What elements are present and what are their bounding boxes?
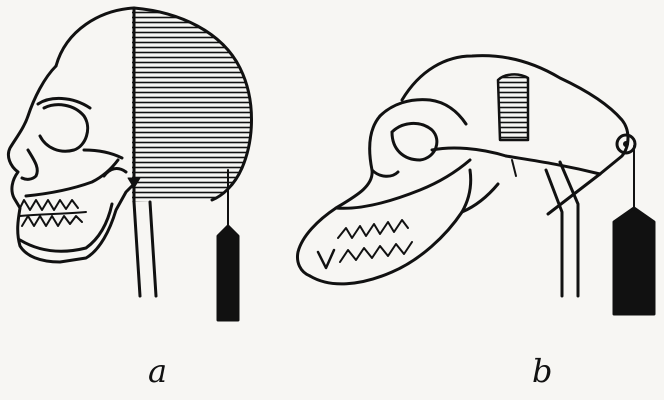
ape-orbit <box>392 123 437 160</box>
human-nasal <box>22 150 37 179</box>
human-upper-teeth <box>20 200 78 210</box>
ape-braincase-hatched-region <box>498 74 528 140</box>
ape-brow-ridge <box>380 100 466 124</box>
ape-occipital <box>506 156 600 174</box>
human-maxilla <box>26 160 118 196</box>
ape-maxilla <box>336 160 470 208</box>
ape-lower-teeth <box>340 242 412 262</box>
human-weight <box>218 226 238 320</box>
human-ear-region <box>104 169 126 176</box>
ape-weight <box>614 208 654 314</box>
caption-a: a <box>148 355 167 387</box>
ape-neck-column <box>546 162 578 296</box>
human-skull-figure <box>8 8 251 320</box>
human-neck-column <box>134 202 156 296</box>
ape-fulcrum-arrow <box>512 160 516 176</box>
human-braincase-hatched-region <box>132 8 252 202</box>
human-zygomatic <box>84 150 122 158</box>
ape-zygomatic <box>432 148 506 156</box>
ape-nasal <box>372 170 398 176</box>
human-orbit <box>40 105 88 152</box>
caption-b: b <box>532 355 552 387</box>
human-lower-teeth <box>22 216 82 226</box>
ape-pulley-hub <box>623 141 629 147</box>
ape-canine <box>318 250 334 268</box>
ape-upper-teeth <box>338 220 408 238</box>
ape-skull-figure <box>298 56 655 314</box>
human-mandible <box>20 204 112 251</box>
